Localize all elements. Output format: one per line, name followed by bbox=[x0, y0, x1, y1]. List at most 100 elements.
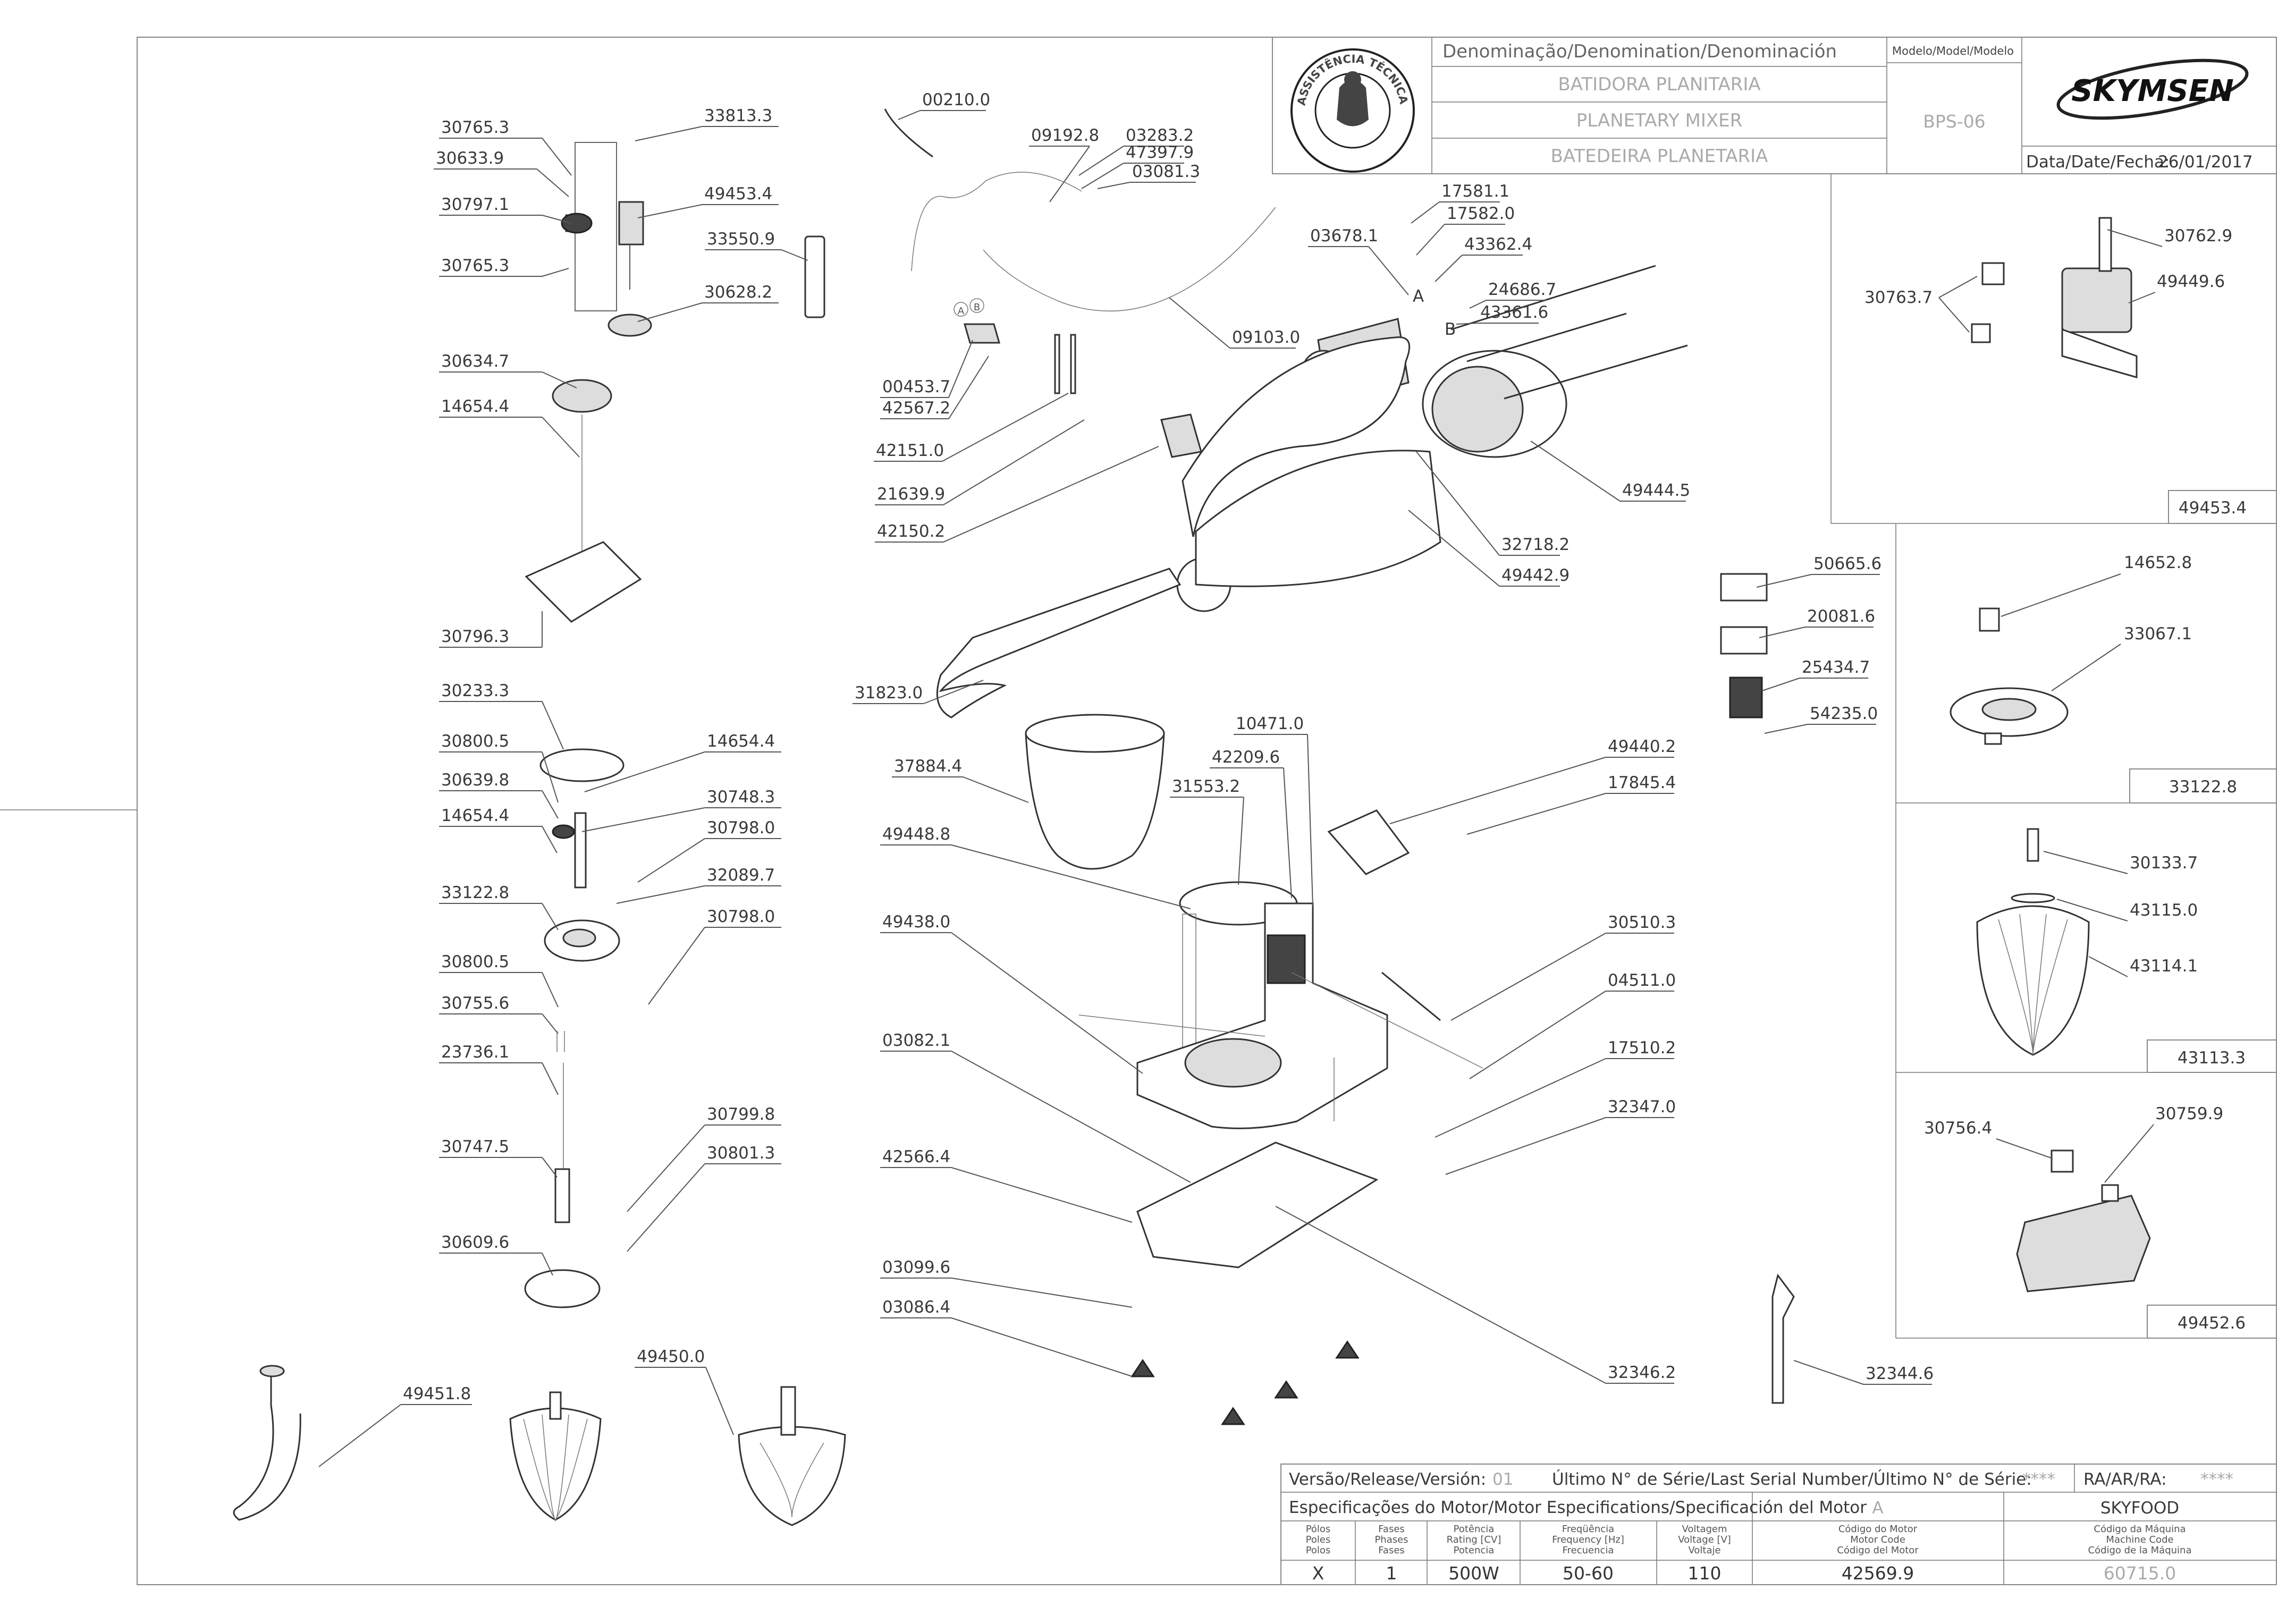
callout-00210-0: 00210.0 bbox=[922, 90, 990, 109]
spec-value-cell: 42569.9 bbox=[1842, 1563, 1914, 1584]
callout-leader bbox=[1081, 163, 1124, 189]
callout-leader bbox=[942, 393, 1069, 462]
spec-header: Frequency [Hz] bbox=[1552, 1534, 1624, 1545]
callout-leader bbox=[943, 446, 1159, 543]
callout-10471-0: 10471.0 bbox=[1236, 714, 1304, 733]
callout-leader bbox=[637, 302, 703, 322]
callout-leader bbox=[542, 1157, 558, 1178]
callout-leader bbox=[542, 751, 559, 803]
callout-42566-4: 42566.4 bbox=[882, 1147, 950, 1166]
callout-25434-7: 25434.7 bbox=[1802, 658, 1870, 677]
spec-value-cell: 110 bbox=[1688, 1563, 1722, 1584]
version-value: 01 bbox=[1492, 1470, 1513, 1489]
callout-leader bbox=[1283, 767, 1292, 899]
callout-30798-0: 30798.0 bbox=[707, 818, 775, 838]
callout-leader bbox=[951, 844, 1191, 909]
callout-leader bbox=[705, 1367, 734, 1435]
spec-header: Poles bbox=[1306, 1534, 1331, 1545]
callout-49442-9: 49442.9 bbox=[1501, 566, 1570, 585]
callout-leader bbox=[637, 838, 705, 883]
callout-leader bbox=[1445, 1117, 1606, 1175]
callout-leader bbox=[1368, 246, 1409, 295]
spec-header: Motor Code bbox=[1850, 1534, 1905, 1545]
callout-42150-2: 42150.2 bbox=[877, 522, 945, 541]
callout-03081-3: 03081.3 bbox=[1132, 162, 1200, 181]
callout-00453-7: 00453.7 bbox=[882, 377, 950, 396]
callout-leader bbox=[542, 1062, 559, 1095]
callout-leader bbox=[584, 751, 705, 792]
spec-header: Frecuencia bbox=[1563, 1545, 1614, 1556]
callout-43362-4: 43362.4 bbox=[1464, 235, 1532, 254]
callout-30797-1: 30797.1 bbox=[441, 195, 509, 214]
spec-label: Especificações do Motor/Motor Especifica… bbox=[1289, 1498, 1867, 1517]
callout-49444-5: 49444.5 bbox=[1622, 481, 1690, 500]
callout-leader bbox=[1049, 146, 1090, 202]
callout-47397-9: 47397.9 bbox=[1126, 143, 1194, 162]
callout-leader bbox=[951, 1051, 1191, 1183]
callout-leader bbox=[542, 1253, 553, 1276]
specification-table: Versão/Release/Versión: 01 Último N° de … bbox=[1280, 1464, 2277, 1585]
spec-header: Machine Code bbox=[2106, 1534, 2173, 1545]
callout-30748-3: 30748.3 bbox=[707, 788, 775, 807]
callout-43361-6: 43361.6 bbox=[1480, 303, 1548, 322]
callout-leader bbox=[898, 110, 921, 120]
callout-leader bbox=[1450, 933, 1606, 1021]
side-panels: 49453.4 33122.8 43113.3 49452.6 30762.9 … bbox=[1864, 217, 2277, 1339]
callout-30798-0: 30798.0 bbox=[707, 907, 775, 926]
callout-03099-6: 03099.6 bbox=[882, 1258, 950, 1277]
spec-header: Voltaje bbox=[1688, 1545, 1720, 1556]
p2-l0: 14652.8 bbox=[2124, 553, 2192, 572]
callout-49453-4: 49453.4 bbox=[704, 184, 772, 204]
spec-header: Polos bbox=[1306, 1545, 1331, 1556]
callout-30799-8: 30799.8 bbox=[707, 1105, 775, 1124]
p3-l0: 30133.7 bbox=[2130, 853, 2198, 873]
spec-header: Phases bbox=[1374, 1534, 1408, 1545]
callout-17510-2: 17510.2 bbox=[1608, 1038, 1676, 1058]
callout-30755-6: 30755.6 bbox=[441, 994, 509, 1013]
drawing-frame bbox=[137, 37, 2277, 1585]
p1-l0: 30762.9 bbox=[2164, 226, 2232, 246]
callout-04511-0: 04511.0 bbox=[1608, 971, 1676, 990]
callout-leader bbox=[627, 1163, 705, 1252]
model-title: Modelo/Model/Modelo bbox=[1892, 45, 2014, 57]
callout-32089-7: 32089.7 bbox=[707, 866, 775, 885]
assembly-1: 49453.4 bbox=[2179, 498, 2247, 518]
callout-leader bbox=[542, 790, 559, 819]
callout-42151-0: 42151.0 bbox=[876, 441, 944, 460]
brand-name: SKYMSEN bbox=[2071, 74, 2233, 108]
callout-30765-3: 30765.3 bbox=[441, 118, 509, 137]
spec-header: Voltage [V] bbox=[1678, 1534, 1731, 1545]
callout-leader bbox=[542, 701, 564, 750]
callout-leader bbox=[542, 215, 572, 224]
callout-30800-5: 30800.5 bbox=[441, 952, 509, 971]
callout-leader bbox=[1756, 574, 1812, 588]
callout-17845-4: 17845.4 bbox=[1608, 773, 1676, 792]
callout-30747-5: 30747.5 bbox=[441, 1137, 509, 1156]
model-number: BPS-06 bbox=[1923, 111, 1985, 132]
callout-leader bbox=[781, 249, 808, 261]
callout-leader bbox=[1238, 797, 1244, 885]
spec-header: Fases bbox=[1378, 1524, 1405, 1535]
seal-text: ASSISTÊNCIA TÉCNICA AUTORIZADA bbox=[0, 0, 1411, 109]
spec-header: Código del Motor bbox=[1837, 1545, 1919, 1556]
callout-leader bbox=[1466, 793, 1606, 835]
authorized-service-seal: ASSISTÊNCIA TÉCNICA AUTORIZADA bbox=[0, 0, 1415, 173]
callout-leader bbox=[542, 371, 577, 388]
callout-leader bbox=[1078, 146, 1124, 176]
callout-leader bbox=[616, 885, 705, 904]
p4-l0: 30756.4 bbox=[1924, 1119, 1992, 1138]
callout-32346-2: 32346.2 bbox=[1608, 1363, 1676, 1382]
name-en: PLANETARY MIXER bbox=[1576, 110, 1743, 131]
callout-30800-5: 30800.5 bbox=[441, 732, 509, 751]
callout-leader bbox=[1435, 1058, 1606, 1138]
spec-value-cell: 500W bbox=[1448, 1563, 1499, 1584]
callout-leader bbox=[542, 826, 558, 853]
callout-37884-4: 37884.4 bbox=[894, 757, 962, 776]
callout-49450-0: 49450.0 bbox=[637, 1347, 705, 1366]
callout-leader bbox=[318, 1404, 401, 1467]
callout-30633-9: 30633.9 bbox=[436, 149, 504, 168]
spec-value-cell: 60715.0 bbox=[2104, 1563, 2176, 1584]
denomination-title: Denominação/Denomination/Denominación bbox=[1442, 41, 1837, 62]
callout-33813-3: 33813.3 bbox=[704, 106, 772, 125]
callout-leader bbox=[542, 903, 559, 931]
